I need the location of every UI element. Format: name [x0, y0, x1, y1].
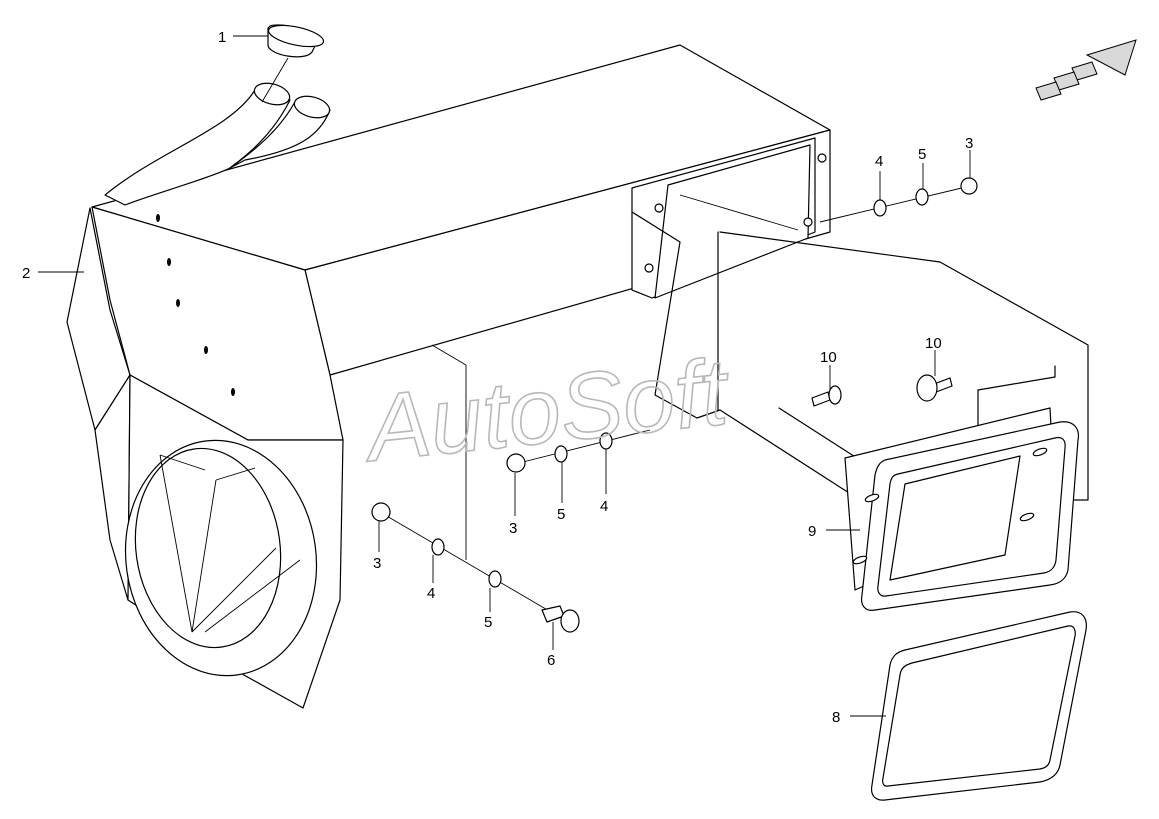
callout-4-lower-left: 4 [427, 585, 435, 602]
cap-part-1 [261, 24, 325, 103]
callout-3-middle: 3 [509, 520, 517, 537]
direction-arrow-icon [1035, 39, 1137, 101]
callout-8: 8 [832, 709, 840, 726]
bolt-6-head [560, 609, 580, 633]
watermark-text: AutoSoft [357, 338, 735, 481]
fan-ring-inner [134, 447, 282, 649]
lockwasher-5-lower-left [488, 570, 502, 588]
callout-5-lower-left: 5 [484, 614, 492, 631]
gasket-part-8 [870, 611, 1087, 801]
frame-opening [889, 455, 1021, 581]
fan-blades [159, 454, 301, 633]
housing-slots [156, 214, 235, 396]
screws-part-10 [811, 374, 953, 407]
nut-3-middle [506, 453, 526, 473]
callout-5-upper-right: 5 [918, 146, 926, 163]
washer-4-lower-left [431, 538, 445, 556]
callout-labels: 1 2 4 5 3 3 5 4 3 4 5 6 9 8 10 10 [22, 29, 973, 726]
outlet-flange-opening [654, 144, 811, 299]
callout-3-lower-left: 3 [373, 555, 381, 572]
callout-10-right: 10 [925, 335, 942, 352]
outlet-frame-part-9 [844, 407, 1080, 611]
frame-inner-rim [877, 436, 1066, 597]
callout-4-upper-right: 4 [875, 153, 883, 170]
gasket-inner [882, 625, 1076, 787]
screw-10-right [916, 374, 953, 402]
hardware-chain-lower-left [371, 344, 580, 633]
callout-3-upper-right: 3 [965, 135, 973, 152]
intake-tubes [104, 82, 331, 206]
callout-9: 9 [808, 523, 816, 540]
hardware-chain-upper-right [819, 177, 978, 223]
intake-tube-right-mouth [293, 95, 331, 119]
callout-leaders [38, 35, 971, 717]
housing-part-2 [66, 44, 831, 709]
screw-10-left [811, 385, 842, 407]
callout-1: 1 [218, 29, 226, 46]
lockwasher-5-upper-right [915, 188, 929, 206]
washer-4-upper-right [873, 199, 887, 217]
callout-2: 2 [22, 265, 30, 282]
nut-3-upper-right [960, 177, 978, 195]
callout-4-middle: 4 [600, 498, 608, 515]
intake-tube-left [104, 89, 291, 206]
lockwasher-5-middle [554, 445, 568, 463]
nut-3-lower-left [371, 502, 391, 522]
callout-5-middle: 5 [557, 506, 565, 523]
cap-leader [261, 57, 289, 103]
hardware-chain-middle [506, 429, 651, 473]
callout-6: 6 [547, 652, 555, 669]
callout-10-left: 10 [820, 349, 837, 366]
cap-rim [267, 24, 325, 48]
